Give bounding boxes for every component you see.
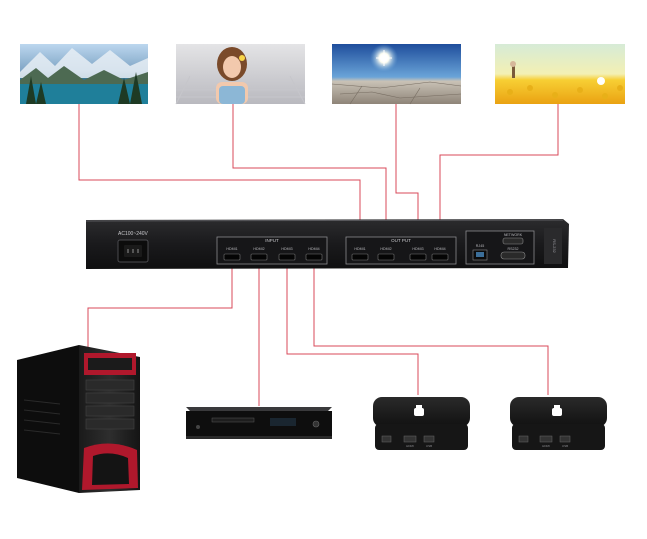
- side-label: RS-232: [552, 239, 557, 253]
- hdmi-port: [351, 253, 369, 261]
- input-port-label: HDMI2: [253, 247, 264, 251]
- display-desert: [331, 44, 462, 105]
- hdmi-port: [250, 253, 268, 261]
- matrix-switcher: RS-232 AC100~240V INPUT HDMI1 HDMI2 HDMI…: [85, 219, 569, 269]
- cable-in3-box-left: [286, 268, 419, 395]
- cable-out1-lake: [78, 104, 361, 248]
- hdmi-port: [377, 253, 395, 261]
- cable-out2-girl: [232, 104, 387, 248]
- input-port-label: HDMI4: [308, 247, 319, 251]
- output-port-label: HDMI3: [412, 247, 423, 251]
- cable-group: [78, 104, 559, 406]
- output-group-label: OUT PUT: [391, 238, 411, 243]
- cable-in4-box-right: [313, 268, 549, 395]
- display-girl: [175, 44, 306, 105]
- network-label: NETWORK: [504, 233, 523, 237]
- hdmi-port: [409, 253, 427, 261]
- box-port-label: HDMI: [406, 444, 414, 448]
- rs232-port: [500, 251, 526, 260]
- power-label: AC100~240V: [118, 231, 149, 237]
- input-ports: HDMI1 HDMI2 HDMI3 HDMI4: [223, 247, 323, 261]
- input-port-label: HDMI3: [281, 247, 292, 251]
- rj45-label: RJ45: [476, 244, 484, 248]
- output-port-label: HDMI2: [380, 247, 391, 251]
- input-group-label: INPUT: [265, 238, 279, 243]
- hdmi-port: [278, 253, 296, 261]
- box-port-label: USB: [426, 444, 432, 448]
- hdmi-port: [223, 253, 241, 261]
- hdmi-port: [305, 253, 323, 261]
- cable-out4-field: [439, 104, 559, 248]
- rs232-label: RS232: [508, 247, 519, 251]
- hdmi-port: [431, 253, 449, 261]
- output-port-label: HDMI1: [354, 247, 365, 251]
- box-port-label: HDMI: [542, 444, 550, 448]
- box-port-label: USB: [562, 444, 568, 448]
- media-box-left: HDMI USB: [373, 397, 470, 450]
- output-ports: HDMI1 HDMI2 HDMI3 HDMI4: [351, 247, 449, 261]
- cable-in1-pc: [87, 268, 233, 349]
- media-box-right: HDMI USB: [510, 397, 607, 450]
- display-field: [495, 44, 625, 104]
- input-port-label: HDMI1: [226, 247, 237, 251]
- display-lake: [20, 44, 148, 104]
- network-port: [502, 237, 524, 245]
- dvd-player: [186, 407, 332, 439]
- pc-tower: [17, 345, 140, 493]
- output-port-label: HDMI4: [434, 247, 445, 251]
